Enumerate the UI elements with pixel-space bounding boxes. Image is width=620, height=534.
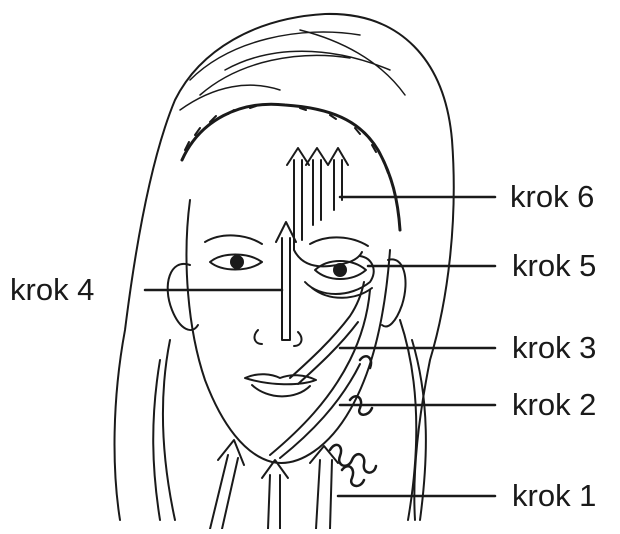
label-step6: krok 6 [510,181,594,212]
right-eyebrow [310,237,368,246]
left-hair-strand [153,340,175,520]
left-pupil [231,256,243,268]
label-step3: krok 3 [512,332,596,363]
nose [255,330,302,346]
label-step2: krok 2 [512,389,596,420]
hair-strands [180,30,405,110]
step1-arrows [210,440,338,529]
hairline-texture [185,106,388,173]
label-step4: krok 4 [10,274,94,305]
left-ear [168,264,198,330]
step6-arrows [287,148,362,266]
step2-jaw-curve [270,290,370,458]
face-outline [186,200,390,463]
label-step1: krok 1 [512,480,596,511]
hairline [182,104,400,230]
left-eyebrow [205,235,262,244]
label-step5: krok 5 [512,250,596,281]
right-hair-strand [400,320,426,520]
